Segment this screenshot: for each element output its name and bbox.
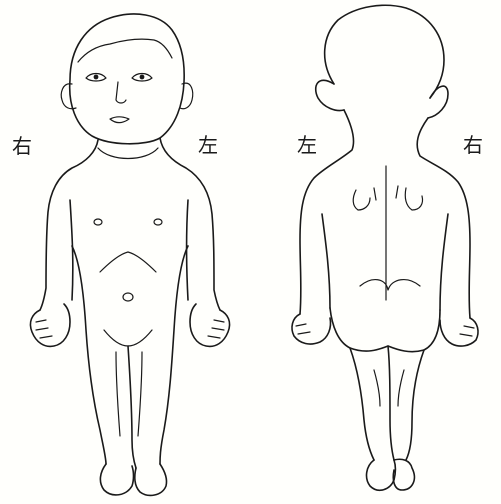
front-right-inner-arm xyxy=(70,200,73,300)
back-body-outline xyxy=(300,110,470,318)
front-groin xyxy=(104,330,152,346)
front-right-fingers xyxy=(36,320,52,338)
front-right-pupil xyxy=(94,75,99,80)
front-figure xyxy=(30,14,229,495)
back-hips xyxy=(330,308,440,352)
front-left-side-label: 左 xyxy=(198,135,218,155)
front-left-foot xyxy=(135,464,167,495)
back-left-fingers xyxy=(296,324,310,334)
back-buttocks xyxy=(360,280,420,290)
front-waist xyxy=(72,246,188,464)
front-hairline xyxy=(78,39,172,62)
back-left-shoulder-blade xyxy=(353,190,370,210)
front-collar xyxy=(98,148,158,159)
front-left-nipple xyxy=(154,219,162,225)
front-left-leg-inner xyxy=(138,352,142,436)
back-head-outline xyxy=(325,5,444,98)
front-right-nipple xyxy=(94,219,102,225)
front-mouth xyxy=(110,117,129,123)
back-figure xyxy=(292,5,478,490)
back-right-foot xyxy=(393,459,414,490)
back-right-hand xyxy=(440,318,478,346)
back-right-shoulder-blade xyxy=(405,188,422,210)
back-left-ear xyxy=(316,80,344,110)
front-right-leg-inner xyxy=(116,352,120,436)
back-left-knee xyxy=(374,370,380,406)
front-left-fingers xyxy=(208,320,224,338)
back-left-foot xyxy=(367,460,396,490)
front-right-ear xyxy=(61,84,76,109)
back-left-inner-arm xyxy=(322,214,330,308)
front-left-pupil xyxy=(140,75,145,80)
front-rib-arch xyxy=(100,252,156,272)
back-left-hand xyxy=(292,314,331,344)
back-right-side-label: 右 xyxy=(463,135,483,155)
back-right-ear xyxy=(428,86,448,118)
front-body-outline xyxy=(40,138,220,310)
front-left-hand xyxy=(190,304,230,346)
front-right-hand xyxy=(30,304,70,346)
front-leg-split xyxy=(128,346,136,468)
back-right-inner-arm xyxy=(440,214,448,310)
back-legs xyxy=(350,346,424,460)
back-right-fingers xyxy=(460,326,474,336)
front-right-side-label: 右 xyxy=(12,136,32,156)
front-right-foot xyxy=(100,464,133,495)
front-nose xyxy=(116,82,126,103)
back-right-knee xyxy=(398,370,404,406)
back-left-side-label: 左 xyxy=(297,135,317,155)
front-navel xyxy=(123,293,133,301)
